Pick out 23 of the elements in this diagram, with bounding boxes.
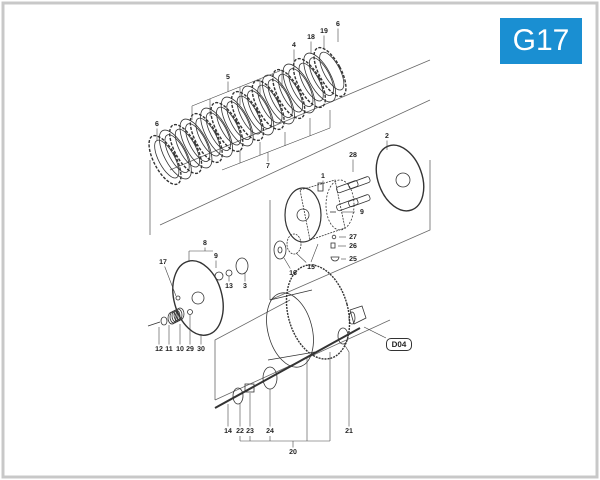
reference-tag: D04 xyxy=(386,338,412,351)
leader-line xyxy=(322,180,324,190)
leader-line xyxy=(338,236,346,238)
leader-line xyxy=(228,276,230,282)
leader-line xyxy=(168,324,170,345)
leader-line xyxy=(164,266,176,296)
leader-line xyxy=(244,272,246,282)
leader-line xyxy=(240,352,330,448)
leader-line xyxy=(284,258,291,269)
section-code-badge: G17 xyxy=(500,18,582,64)
leader-line xyxy=(158,326,160,345)
leader-line xyxy=(188,247,214,262)
leader-line xyxy=(340,258,346,260)
leader-line xyxy=(386,140,388,150)
leader-line xyxy=(344,344,350,427)
leader-line xyxy=(296,244,318,263)
leader-line xyxy=(352,159,354,172)
leader-line xyxy=(156,128,158,140)
leader-line xyxy=(222,110,330,170)
leader-line xyxy=(192,70,282,120)
leader-line xyxy=(200,334,202,345)
leader-line xyxy=(310,41,312,54)
leader-line xyxy=(364,326,386,338)
